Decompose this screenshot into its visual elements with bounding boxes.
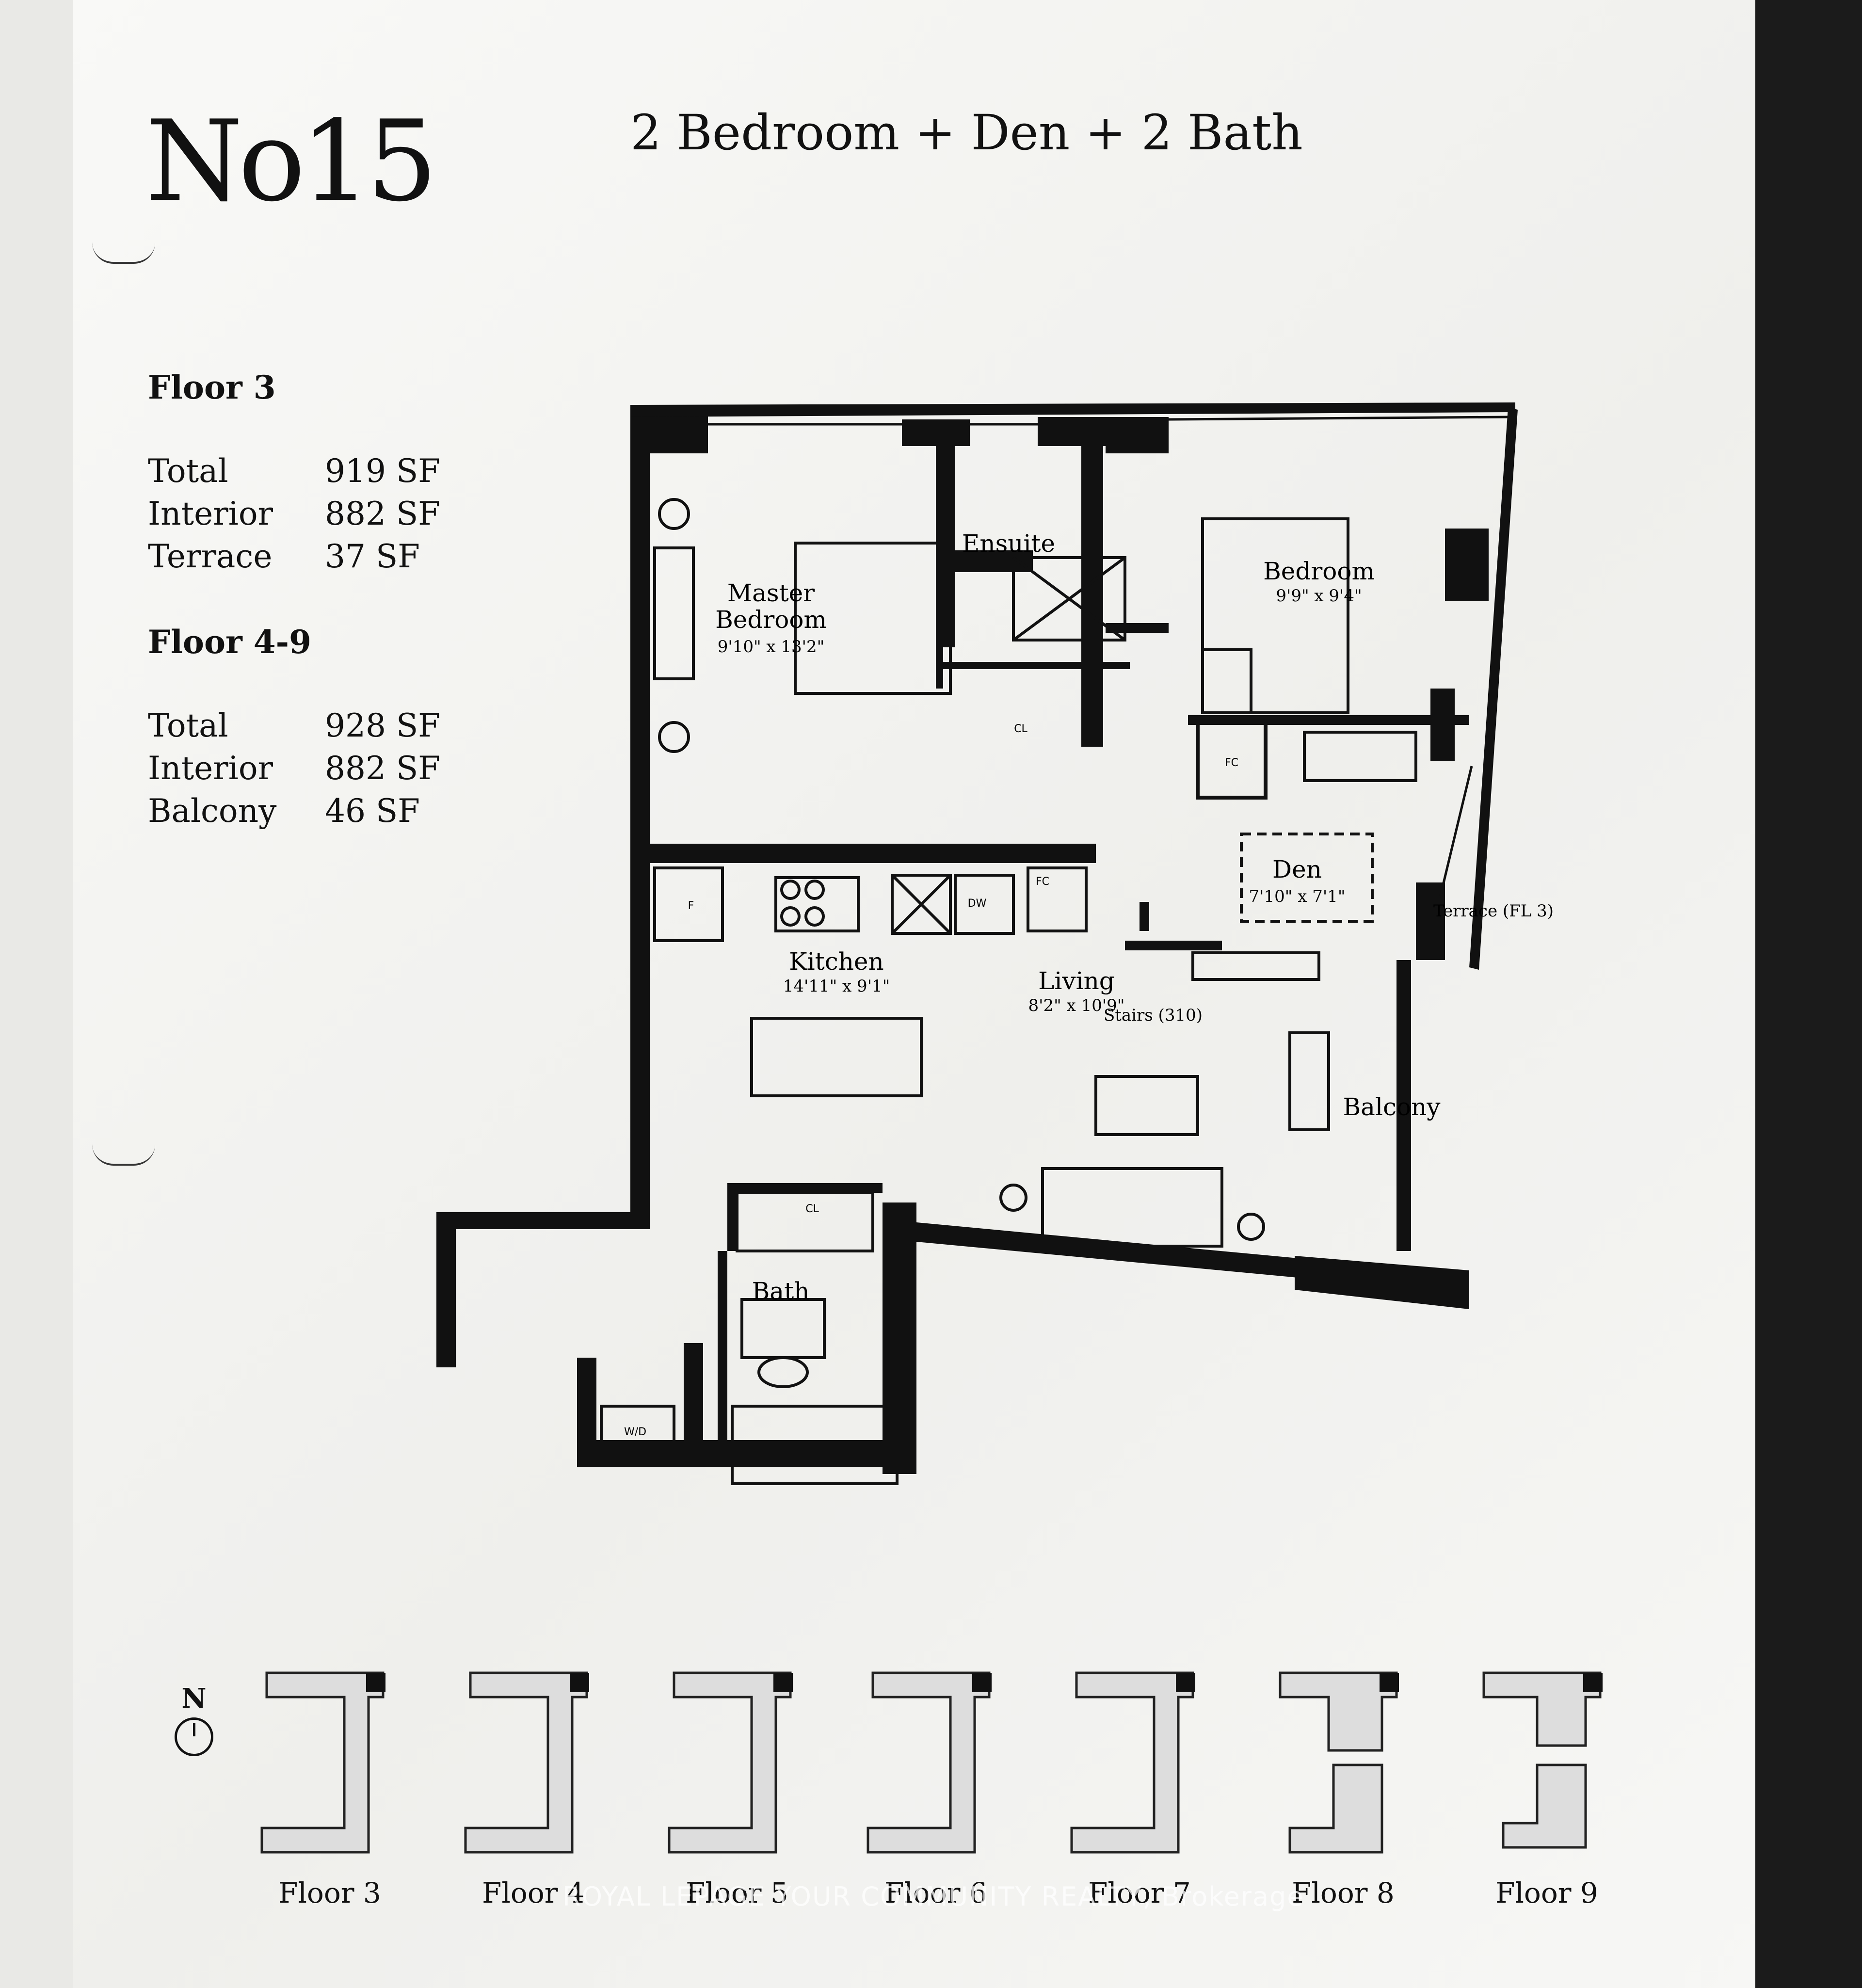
bedroom-dims: 9'9" x 9'4" xyxy=(1276,586,1362,606)
unit-type-title: 2 Bedroom + Den + 2 Bath xyxy=(630,104,1303,161)
window-lines xyxy=(708,416,1509,898)
paper-curl-mark xyxy=(92,242,155,264)
stat-label: Balcony xyxy=(148,792,277,830)
stat-label: Terrace xyxy=(148,538,273,575)
keyplan-caption: Floor 7 xyxy=(1088,1876,1191,1909)
stat-row: Interior 882 SF xyxy=(148,495,440,538)
floor-4-9-heading: Floor 4-9 xyxy=(148,623,311,661)
floor-3-stats: Floor 3 Total 919 SF Interior 882 SF Terra… xyxy=(148,369,440,580)
stat-label: Total xyxy=(148,707,228,744)
keyplan-shape-icon xyxy=(1070,1671,1195,1854)
keyplan-caption: Floor 4 xyxy=(482,1876,585,1909)
kitchen-label: Kitchen xyxy=(789,947,883,976)
keyplan-caption: Floor 8 xyxy=(1292,1876,1395,1909)
keyplan-shape-icon xyxy=(464,1671,589,1854)
keyplan-shape-icon xyxy=(1482,1671,1603,1849)
keyplan-shape-icon xyxy=(668,1671,793,1854)
living-label: Living xyxy=(1038,967,1115,995)
fc-label: FC xyxy=(1225,757,1238,769)
keyplan-floor-7: Floor 7 xyxy=(1067,1668,1212,1940)
unit-floor-plan: Master Bedroom 9'10" x 13'2" Ensuite Bed… xyxy=(427,398,1554,1527)
floor-4-9-stats: Floor 4-9 Total 928 SF Interior 882 SF Bal… xyxy=(148,623,440,835)
stat-row: Balcony 46 SF xyxy=(148,792,440,835)
stat-value: 928 SF xyxy=(325,707,440,744)
keyplan-floor-5: Floor 5 xyxy=(664,1668,810,1940)
washer-dryer-label: W/D xyxy=(624,1426,646,1438)
stat-row: Total 928 SF xyxy=(148,707,440,750)
stat-value: 46 SF xyxy=(325,792,420,830)
keyplan-caption: Floor 6 xyxy=(884,1876,987,1909)
ensuite-label: Ensuite xyxy=(962,529,1055,558)
scan-right-edge xyxy=(1755,0,1862,1988)
keyplan-floor-4: Floor 4 xyxy=(461,1668,606,1940)
fridge-label: F xyxy=(688,900,694,912)
fixtures xyxy=(600,498,1417,1485)
keyplan-caption: Floor 3 xyxy=(278,1876,381,1909)
keyplan-floor-9: Floor 9 xyxy=(1474,1668,1620,1940)
scan-left-edge xyxy=(0,0,73,1988)
master-bedroom-label: Master xyxy=(727,579,815,607)
room-labels: Master Bedroom 9'10" x 13'2" Ensuite Bed… xyxy=(624,529,1554,1438)
keyplan-floor-3: Floor 3 xyxy=(257,1668,402,1940)
stat-row: Total 919 SF xyxy=(148,452,440,495)
floorplan-sheet xyxy=(73,0,1765,1988)
fc-label-2: FC xyxy=(1036,876,1049,888)
den-label: Den xyxy=(1272,855,1322,883)
keyplan-caption: Floor 9 xyxy=(1495,1876,1598,1909)
den-dims: 7'10" x 7'1" xyxy=(1249,887,1346,906)
stat-label: Interior xyxy=(148,495,273,532)
stat-value: 882 SF xyxy=(325,495,440,532)
bedroom-label: Bedroom xyxy=(1263,557,1375,585)
compass-icon xyxy=(175,1717,213,1756)
stat-value: 882 SF xyxy=(325,750,440,787)
stat-label: Interior xyxy=(148,750,273,787)
keyplan-shape-icon xyxy=(867,1671,992,1854)
north-label: N xyxy=(181,1683,207,1715)
terrace-note: Terrace (FL 3) xyxy=(1433,901,1554,921)
bath-label: Bath xyxy=(752,1277,810,1305)
living-dims: 8'2" x 10'9" xyxy=(1028,996,1125,1015)
stat-value: 919 SF xyxy=(325,452,440,490)
stat-row: Terrace 37 SF xyxy=(148,538,440,580)
keyplan-floor-6: Floor 6 xyxy=(863,1668,1009,1940)
master-bedroom-dims: 9'10" x 13'2" xyxy=(718,637,825,657)
keyplan-shape-icon xyxy=(1279,1671,1399,1854)
closet-label: CL xyxy=(1014,723,1027,735)
balcony-label: Balcony xyxy=(1343,1093,1441,1121)
bath-closet-label: CL xyxy=(805,1203,819,1215)
keyplan-floor-8: Floor 8 xyxy=(1270,1668,1416,1940)
keyplan-caption: Floor 5 xyxy=(686,1876,788,1909)
floor-3-heading: Floor 3 xyxy=(148,369,276,406)
kitchen-dims: 14'11" x 9'1" xyxy=(783,977,890,996)
interior-walls xyxy=(650,446,1469,1455)
paper-curl-mark xyxy=(92,1144,155,1166)
dishwasher-label: DW xyxy=(968,898,987,910)
stat-row: Interior 882 SF xyxy=(148,750,440,792)
north-compass: N xyxy=(172,1683,216,1756)
stat-label: Total xyxy=(148,452,228,490)
keyplan-shape-icon xyxy=(260,1671,385,1854)
brokerage-watermark: ROYAL LEPAGE YOUR COMMUNITY REALTY, Brok… xyxy=(562,1881,1304,1912)
stat-value: 37 SF xyxy=(325,538,420,575)
stairs-label: Stairs (310) xyxy=(1104,1006,1203,1025)
master-bedroom-label-2: Bedroom xyxy=(715,606,827,634)
unit-number: No15 xyxy=(145,97,437,226)
